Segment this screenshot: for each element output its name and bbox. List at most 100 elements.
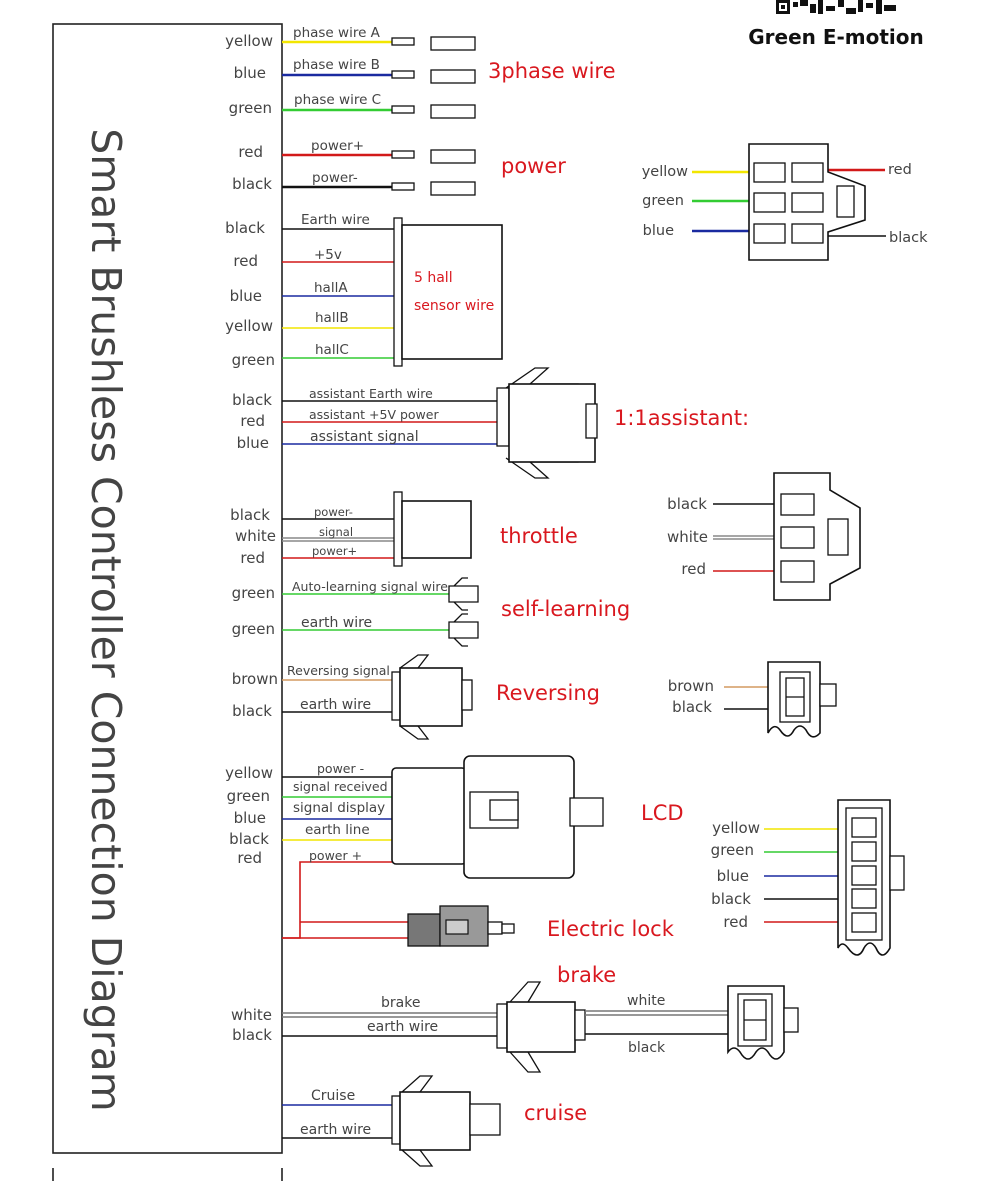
power-group: red black power+ power- power: [232, 138, 566, 196]
phase-title: 3phase wire: [488, 59, 616, 83]
throttle-group: black white red power- signal power+ thr…: [230, 491, 578, 567]
phase-label-a: phase wire A: [293, 25, 381, 41]
throttle-pinout: black white red: [667, 472, 861, 601]
throttle-label-plus: power+: [312, 544, 357, 558]
self-learning-label-earth: earth wire: [301, 615, 372, 631]
cruise-label-cruise: Cruise: [311, 1088, 355, 1104]
assistant-color-red: red: [240, 412, 265, 430]
controller-title: Smart Brushless Controller Connection Di…: [82, 128, 130, 1112]
lcd-pin-yellow: yellow: [712, 819, 760, 837]
hall-title-line1: 5 hall: [414, 270, 453, 286]
brake-label-brake: brake: [381, 995, 420, 1011]
hall-label-c: hallC: [315, 342, 349, 358]
cruise-group: Cruise earth wire cruise: [282, 1075, 587, 1167]
lcd-pin-green: green: [711, 841, 754, 859]
reversing-pinout: brown black: [668, 661, 837, 738]
reversing-color-brown: brown: [232, 670, 278, 688]
phase-wire-group: yellow blue green phase wire A phase wir…: [225, 25, 616, 119]
assistant-label-earth: assistant Earth wire: [309, 386, 433, 401]
phase-label-c: phase wire C: [294, 92, 381, 108]
reversing-label-signal: Reversing signal: [287, 663, 390, 678]
hall-pinout: yellow green blue red black: [642, 143, 928, 261]
throttle-color-red: red: [240, 549, 265, 567]
hall-label-b: hallB: [315, 310, 349, 326]
cruise-title: cruise: [524, 1101, 587, 1125]
throttle-color-black: black: [230, 506, 270, 524]
power-label-plus: power+: [311, 138, 364, 154]
assistant-color-black: black: [232, 391, 272, 409]
reversing-pin-black: black: [672, 698, 712, 716]
lcd-color-yellow: yellow: [225, 764, 273, 782]
lcd-color-green: green: [227, 787, 270, 805]
lcd-label-earth: earth line: [305, 822, 370, 838]
self-learning-color-2: green: [232, 620, 275, 638]
electric-lock-title: Electric lock: [547, 917, 675, 941]
reversing-label-earth: earth wire: [300, 697, 371, 713]
assistant-label-5v: assistant +5V power: [309, 407, 439, 422]
power-color-red: red: [238, 143, 263, 161]
hall-label-earth: Earth wire: [301, 212, 370, 228]
brand-name: Green E-motion: [748, 25, 924, 49]
hall-pin-yellow: yellow: [642, 164, 688, 180]
cruise-label-earth: earth wire: [300, 1122, 371, 1138]
brake-right-white: white: [627, 993, 665, 1009]
power-label-minus: power-: [312, 170, 358, 186]
lcd-pin-blue: blue: [717, 867, 749, 885]
throttle-color-white: white: [235, 527, 276, 545]
reversing-pin-brown: brown: [668, 677, 714, 695]
self-learning-title: self-learning: [501, 597, 630, 621]
assistant-color-blue: blue: [237, 434, 269, 452]
lcd-label-display: signal display: [293, 800, 385, 816]
electric-lock-group: Electric lock: [407, 905, 675, 947]
lcd-label-power-minus: power -: [317, 761, 364, 776]
hall-sensor-group: black red blue yellow green Earth wire +…: [225, 212, 503, 369]
throttle-label-minus: power-: [314, 505, 353, 519]
phase-label-b: phase wire B: [293, 57, 380, 73]
phase-color-yellow: yellow: [225, 32, 273, 50]
self-learning-label-signal: Auto-learning signal wire: [292, 579, 448, 594]
phase-color-blue: blue: [234, 64, 266, 82]
reversing-group: brown black Reversing signal earth wire …: [232, 654, 600, 740]
phase-color-green: green: [229, 99, 272, 117]
throttle-pin-white: white: [667, 528, 708, 546]
lcd-title: LCD: [641, 801, 684, 825]
lcd-label-power-plus: power +: [309, 848, 362, 863]
brake-title: brake: [557, 963, 616, 987]
lcd-pinout: yellow green blue black red: [711, 799, 905, 956]
reversing-title: Reversing: [496, 681, 600, 705]
brake-right-black: black: [628, 1040, 666, 1056]
assistant-group: black red blue assistant Earth wire assi…: [232, 367, 749, 479]
throttle-label-signal: signal: [319, 525, 353, 539]
hall-label-5v: +5v: [314, 247, 342, 263]
brake-color-white: white: [231, 1006, 272, 1024]
self-learning-group: green green Auto-learning signal wire ea…: [232, 577, 630, 647]
power-color-black: black: [232, 175, 272, 193]
lcd-label-received: signal received: [293, 779, 388, 794]
hall-title-line2: sensor wire: [414, 298, 494, 314]
hall-color-black: black: [225, 219, 265, 237]
self-learning-color-1: green: [232, 584, 275, 602]
hall-label-a: hallA: [314, 280, 348, 296]
qr-code-icon: [776, 0, 896, 18]
lcd-pin-red: red: [723, 913, 748, 931]
hall-pin-black: black: [889, 230, 928, 246]
lcd-group: yellow green blue black red power - sign…: [225, 755, 684, 939]
brake-label-earth: earth wire: [367, 1019, 438, 1035]
hall-color-yellow: yellow: [225, 317, 273, 335]
reversing-color-black: black: [232, 702, 272, 720]
lcd-color-blue: blue: [234, 809, 266, 827]
hall-color-green: green: [232, 351, 275, 369]
hall-pin-red: red: [888, 162, 912, 178]
throttle-title: throttle: [500, 524, 578, 548]
power-title: power: [501, 154, 566, 178]
brake-group: white black brake earth wire white black…: [231, 963, 799, 1073]
lcd-pin-black: black: [711, 890, 751, 908]
throttle-pin-black: black: [667, 495, 707, 513]
throttle-pin-red: red: [681, 560, 706, 578]
hall-color-blue: blue: [230, 287, 262, 305]
controller-box: [52, 23, 283, 1181]
hall-color-red: red: [233, 252, 258, 270]
assistant-title: 1:1assistant:: [614, 406, 749, 430]
hall-pin-blue: blue: [643, 223, 674, 239]
